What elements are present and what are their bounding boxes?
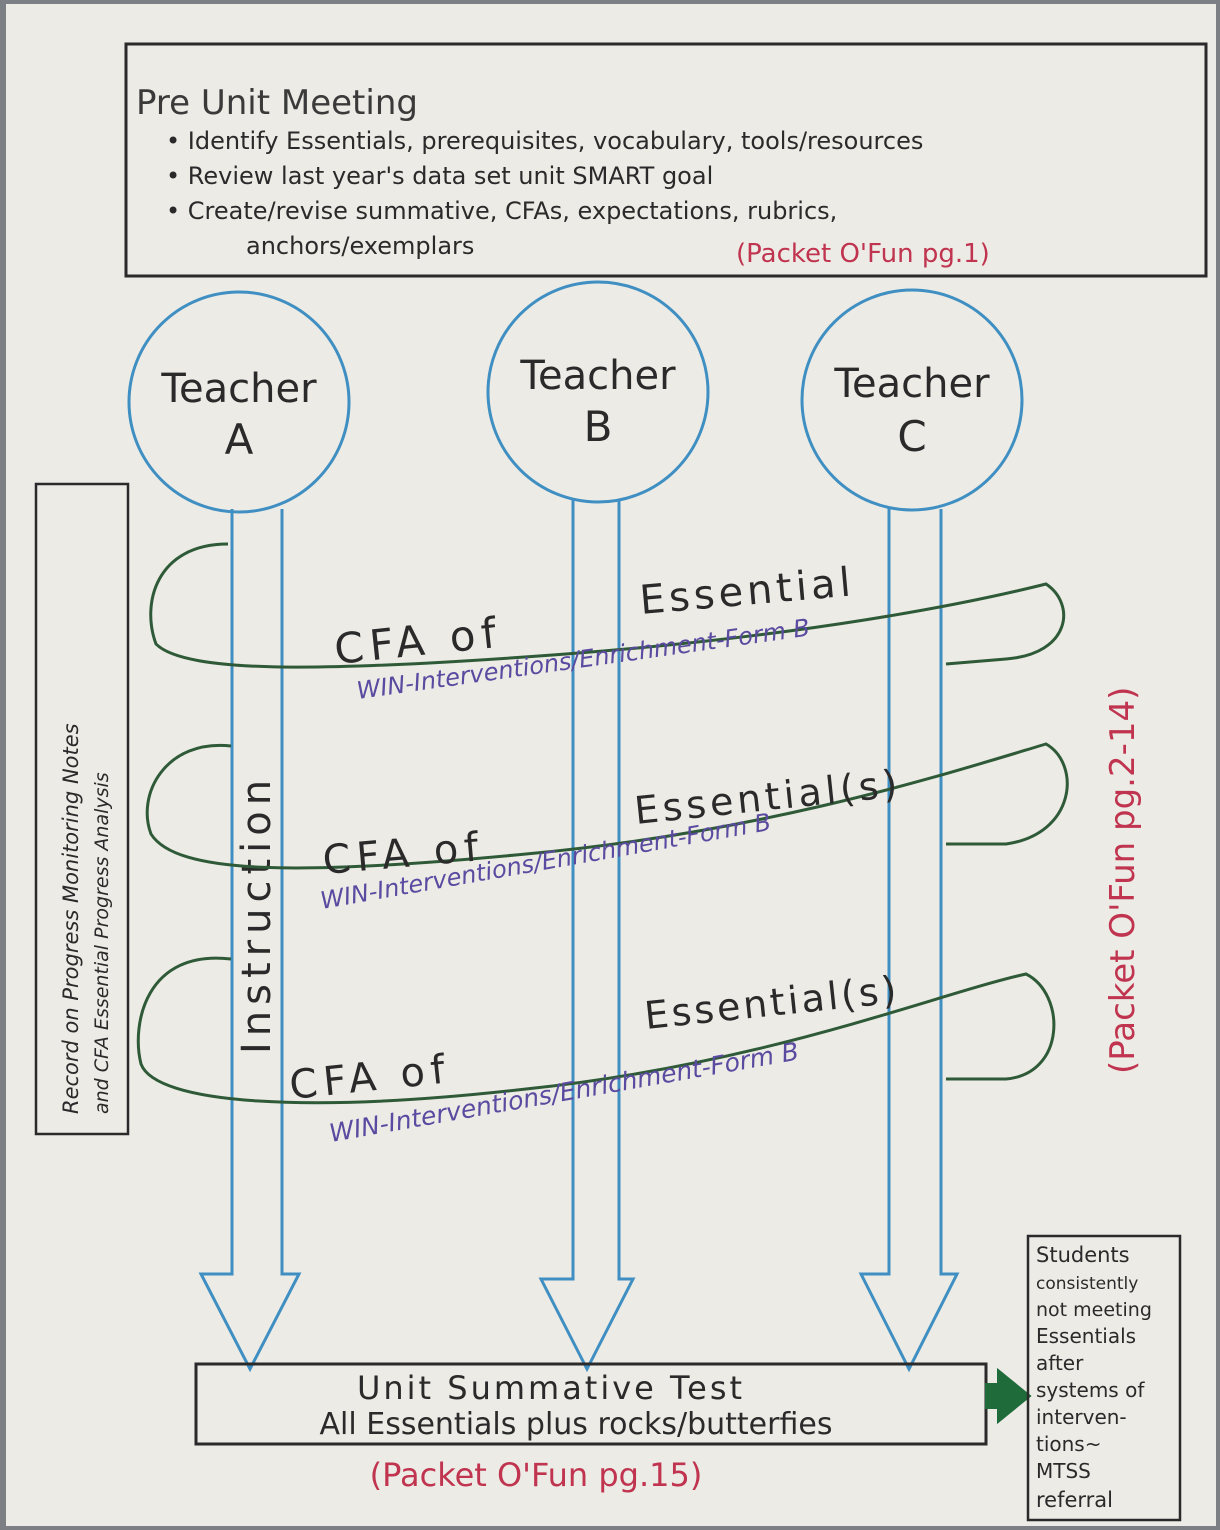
teacher-b-label: Teacher: [519, 353, 676, 399]
side-note-line-1: Record on Progress Monitoring Notes: [59, 723, 83, 1114]
essential-label-3: Essential(s): [642, 967, 901, 1038]
referral-line-9: MTSS: [1036, 1459, 1091, 1483]
referral-line-6: systems of: [1036, 1378, 1145, 1402]
cfa-loop-2: CFA of Essential(s) WIN-Interventions/En…: [145, 742, 1069, 915]
cfa-loop-1: CFA of Essential WIN-Interventions/Enric…: [149, 542, 1066, 705]
unit-summative-box: Unit Summative Test All Essentials plus …: [194, 1362, 988, 1494]
referral-arrow: [985, 1367, 1032, 1425]
referral-line-2: consistently: [1036, 1274, 1138, 1294]
teacher-a-arrow: [198, 509, 302, 1373]
teacher-c-node: Teacher C: [800, 288, 1024, 512]
progress-monitoring-note: Record on Progress Monitoring Notes and …: [34, 482, 130, 1136]
paper-sheet: Pre Unit Meeting • Identify Essentials, …: [6, 4, 1216, 1526]
teacher-a-node: Teacher A: [127, 290, 351, 514]
referral-line-3: not meeting: [1036, 1299, 1152, 1321]
mtss-referral-box: Students consistently not meeting Essent…: [1026, 1234, 1182, 1522]
instruction-label: Instruction: [234, 774, 280, 1054]
referral-line-1: Students: [1036, 1243, 1130, 1267]
teacher-c-label: Teacher: [833, 361, 990, 407]
teacher-c-letter: C: [897, 412, 926, 461]
teacher-a-label: Teacher: [160, 366, 317, 412]
summative-subtitle: All Essentials plus rocks/butterfies: [320, 1407, 833, 1442]
bullet-1: • Identify Essentials, prerequisites, vo…: [166, 127, 923, 155]
bullet-3: • Create/revise summative, CFAs, expecta…: [166, 197, 837, 225]
header-reference: (Packet O'Fun pg.1): [736, 239, 990, 269]
teacher-b-arrow: [538, 499, 636, 1373]
flow-diagram: Pre Unit Meeting • Identify Essentials, …: [34, 42, 1208, 1522]
teacher-c-arrow: [858, 509, 960, 1373]
teacher-a-letter: A: [225, 415, 254, 464]
referral-line-5: after: [1036, 1351, 1084, 1375]
right-reference: (Packet O'Fun pg.2-14): [1103, 687, 1143, 1074]
bullet-3-continuation: anchors/exemplars: [246, 232, 474, 260]
pre-unit-meeting-title: Pre Unit Meeting: [136, 83, 418, 123]
referral-line-4: Essentials: [1036, 1324, 1136, 1348]
teacher-b-letter: B: [584, 402, 613, 451]
referral-line-8: tions~: [1036, 1432, 1102, 1456]
side-note-line-2: and CFA Essential Progress Analysis: [91, 772, 113, 1114]
pre-unit-meeting-box: [124, 42, 1208, 278]
summative-reference: (Packet O'Fun pg.15): [370, 1456, 703, 1494]
referral-line-10: referral: [1036, 1488, 1113, 1512]
referral-line-7: interven-: [1036, 1405, 1127, 1429]
teacher-b-node: Teacher B: [486, 280, 710, 504]
essential-label-1: Essential: [638, 559, 857, 624]
bullet-2: • Review last year's data set unit SMART…: [166, 162, 713, 190]
summative-title: Unit Summative Test: [357, 1369, 745, 1407]
